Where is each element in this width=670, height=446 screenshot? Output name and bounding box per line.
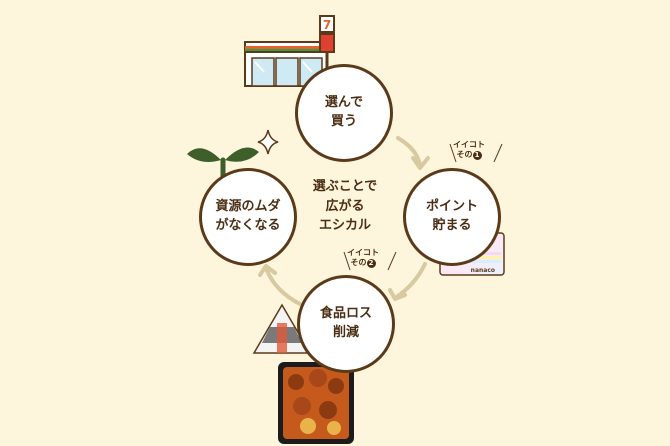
arrow-loss-to-resource (264, 266, 304, 307)
cycle-step-point: ポイント 貯まる (403, 168, 501, 266)
loss-line1: 食品ロス (319, 306, 372, 322)
badge-label: イイコト (347, 248, 379, 257)
resource-line1: 資源のムダ (215, 199, 281, 215)
arrow-buy-to-point (396, 136, 422, 168)
buy-line2: 買う (330, 114, 357, 129)
cycle-step-buy: 選んで 買う (295, 64, 393, 162)
badge-1-marks (449, 143, 503, 163)
center-line1: 選ぶことで (312, 179, 378, 194)
onigiri-icon (252, 303, 312, 354)
cycle-step-food-loss: 食品ロス 削減 (297, 275, 395, 373)
badge-2-marks (343, 251, 397, 271)
point-line1: ポイント (425, 199, 478, 215)
point-line2: 貯まる (432, 218, 472, 233)
badge-label: イイコト (453, 140, 485, 149)
badge-number: 2 (366, 259, 376, 268)
bento-box-icon (278, 362, 354, 444)
svg-text:7: 7 (323, 18, 331, 32)
sparkle-icon (257, 129, 279, 155)
card-brand: nanaco (471, 267, 495, 274)
badge-number: 1 (472, 151, 482, 160)
center-caption: 選ぶことで 広がる エシカル (300, 177, 390, 236)
buy-line1: 選んで (324, 95, 364, 111)
loss-line2: 削減 (332, 325, 359, 340)
cycle-step-resource: 資源のムダ がなくなる (199, 168, 297, 266)
badge-prefix: その (350, 258, 367, 267)
center-line3: エシカル (318, 218, 371, 233)
badge-prefix: その (456, 150, 473, 159)
center-line2: 広がる (325, 198, 365, 214)
resource-line2: がなくなる (215, 218, 281, 233)
